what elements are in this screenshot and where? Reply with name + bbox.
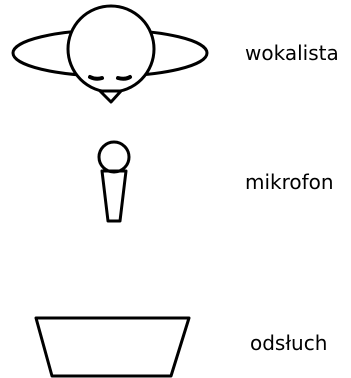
vocalist-eye-right-shape [118,77,130,79]
microphone-head-shape [99,142,129,172]
vocalist-nose-shape [100,91,121,102]
stage-monitor-shape [36,318,189,376]
legend-row-vocalist: wokalista [0,0,351,120]
legend-row-microphone: mikrofon [0,130,351,230]
legend-label-microphone: mikrofon [245,172,334,192]
microphone-icon [80,136,140,236]
stage-monitor-icon [20,308,200,378]
vocalist-eye-left-shape [90,77,102,79]
vocalist-icon [0,0,220,120]
legend-row-monitor: odsłuch [0,300,351,377]
legend-label-vocalist: wokalista [245,43,339,63]
vocalist-head-shape [68,6,154,92]
microphone-handle-shape [102,171,126,221]
legend-label-monitor: odsłuch [250,333,327,353]
